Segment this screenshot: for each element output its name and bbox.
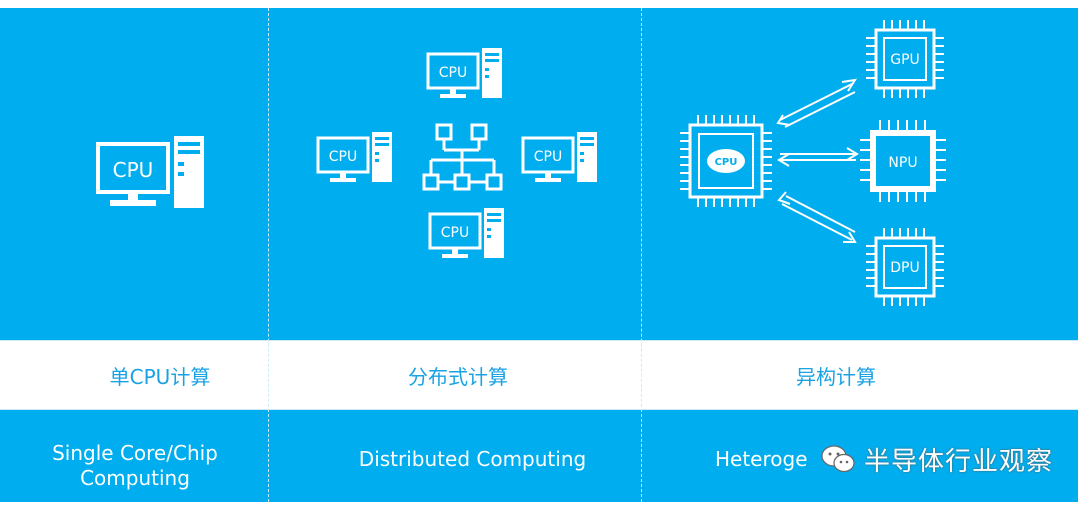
- watermark: 半导体行业观察: [820, 441, 1053, 477]
- label-heterogeneous: 异构计算: [796, 365, 876, 389]
- english-label-band: [0, 410, 1078, 502]
- single-computer-icon: CPU: [96, 136, 204, 208]
- arrow-cpu-npu: [777, 147, 859, 167]
- arrow-cpu-dpu: [777, 191, 857, 243]
- computer-label: CPU: [329, 149, 357, 165]
- en-label-single: Single Core/Chip Computing: [52, 441, 218, 490]
- cpu-chip-icon: CPU: [680, 115, 772, 207]
- en-label-distributed: Distributed Computing: [358, 447, 587, 471]
- column-divider: [268, 8, 269, 502]
- gpu-chip-label: GPU: [890, 52, 920, 68]
- gpu-chip-icon: GPU: [866, 20, 944, 98]
- watermark-text: 半导体行业观察: [864, 446, 1054, 477]
- computer-label: CPU: [113, 158, 154, 182]
- label-single-cpu: 单CPU计算: [109, 365, 211, 389]
- label-distributed: 分布式计算: [408, 365, 508, 389]
- computer-label: CPU: [534, 149, 562, 165]
- computer-bottom-icon: CPU: [428, 206, 506, 260]
- en-label-heterogeneous: Heteroge: [715, 447, 808, 471]
- arrow-cpu-gpu: [776, 78, 858, 128]
- computer-right-icon: CPU: [521, 130, 599, 184]
- chinese-label-band: [0, 340, 1078, 410]
- computer-top-icon: CPU: [426, 46, 504, 100]
- computer-label: CPU: [439, 65, 467, 81]
- cpu-chip-label: CPU: [715, 157, 738, 168]
- dpu-chip-icon: DPU: [866, 228, 944, 306]
- network-topology-icon: [422, 123, 503, 191]
- npu-chip-icon: NPU: [860, 120, 946, 202]
- computer-label: CPU: [441, 225, 469, 241]
- dpu-chip-label: DPU: [890, 260, 919, 276]
- wechat-icon: [821, 445, 855, 473]
- npu-chip-label: NPU: [888, 155, 917, 171]
- computer-left-icon: CPU: [316, 130, 394, 184]
- column-divider: [641, 8, 642, 502]
